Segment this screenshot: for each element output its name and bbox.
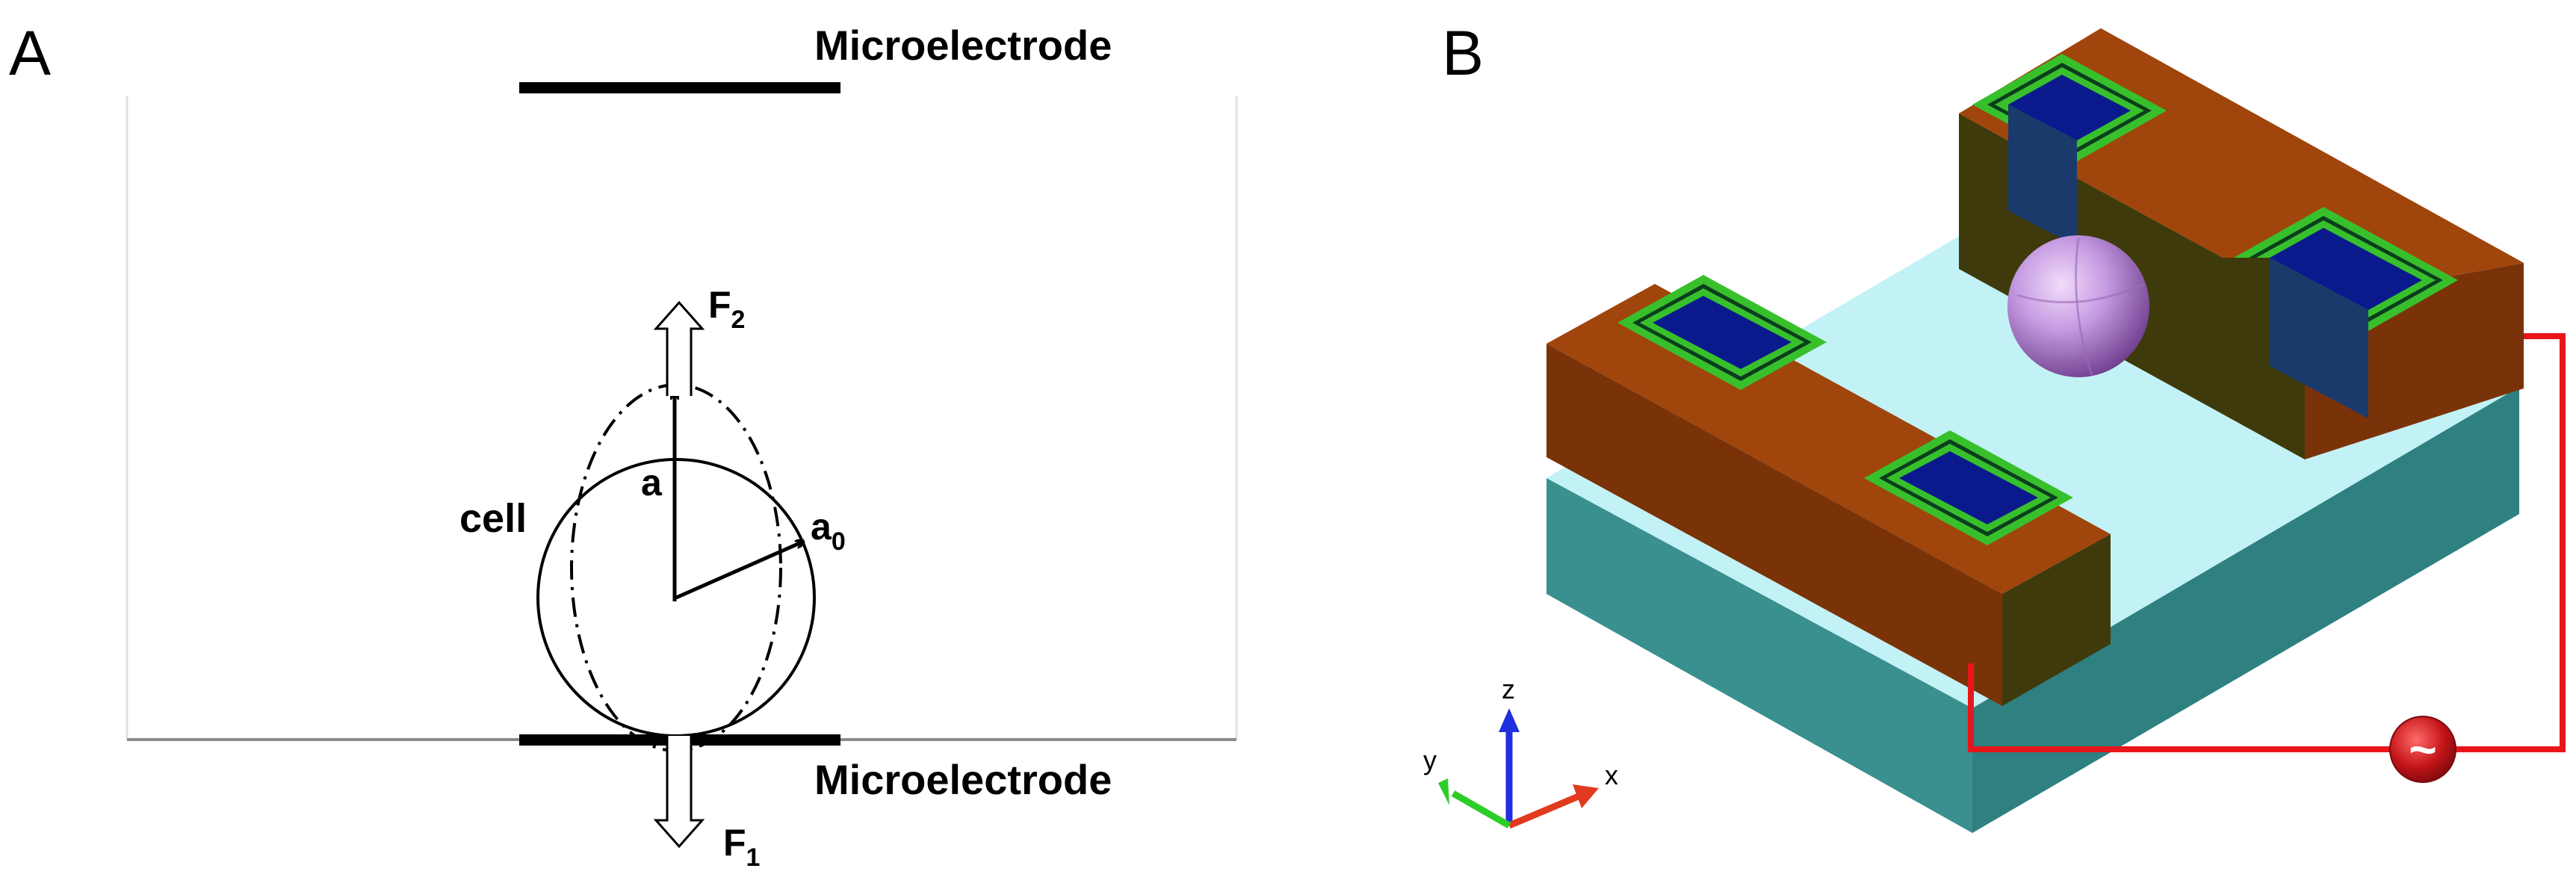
cell-label: cell [459, 496, 527, 541]
panel-b-label: B [1442, 18, 1484, 88]
front-pad-left [1617, 275, 1827, 390]
force-f1-label: F1 [723, 822, 760, 872]
substrate-right-face [1972, 387, 2519, 833]
front-electrode-front-face [1546, 344, 2002, 706]
force-f2-arrow [653, 300, 705, 396]
radius-a0-arrow [675, 542, 803, 600]
panel-a-label: A [9, 18, 51, 88]
radius-a-label: a [641, 462, 663, 504]
substrate-front-face [1546, 478, 1972, 833]
z-axis-label: z [1502, 674, 1515, 704]
back-pad-left [1972, 54, 2167, 247]
radius-a0-label: a0 [811, 506, 846, 556]
x-axis [1508, 792, 1582, 829]
ac-source [2389, 716, 2456, 783]
back-pad-right [2217, 207, 2458, 418]
wire-left [1968, 663, 2391, 752]
y-axis-label: y [1423, 745, 1437, 775]
top-electrode-label: Microelectrode [814, 22, 1112, 69]
force-f2-label: F2 [708, 284, 745, 334]
y-axis [1451, 790, 1511, 828]
wire-right [2455, 333, 2566, 752]
force-f1-arrow [653, 736, 705, 849]
panel-a: A Microelectrode Microelectrode cell a a… [9, 18, 1238, 872]
axis-triad: z x y [1423, 674, 1618, 829]
front-pad-right [1864, 430, 2073, 545]
front-electrode-end-face [2002, 534, 2111, 706]
bottom-electrode-label: Microelectrode [814, 756, 1112, 803]
ac-source-symbol: ~ [2409, 722, 2436, 776]
chamber-outline [126, 96, 1238, 741]
panel-b: B [1423, 18, 2566, 833]
top-electrode [519, 82, 840, 93]
x-axis-label: x [1605, 760, 1618, 790]
